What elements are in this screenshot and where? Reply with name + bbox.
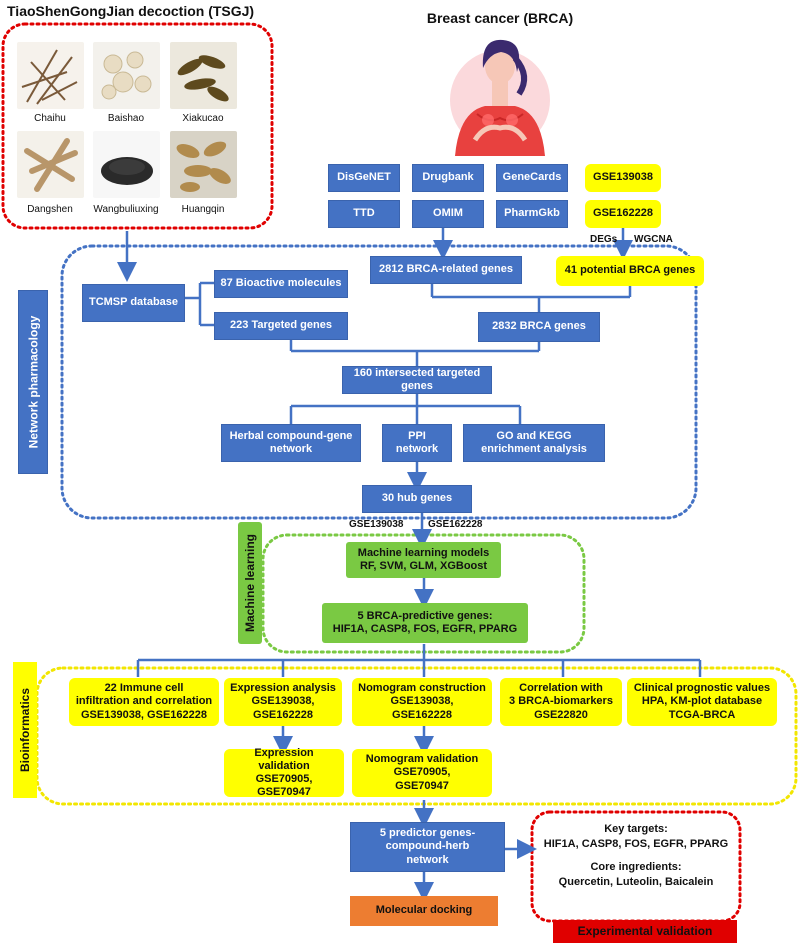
brca-predictive-genes: 5 BRCA-predictive genes: HIF1A, CASP8, F… [322, 603, 528, 643]
core-ingredients-title: Core ingredients: [590, 860, 682, 873]
wgcna-label: WGCNA [634, 234, 673, 245]
hub-genes: 30 hub genes [362, 485, 472, 513]
molecular-docking: Molecular docking [350, 896, 498, 926]
targeted-genes: 223 Targeted genes [214, 312, 348, 340]
immune-line-1: 22 Immune cell [104, 682, 184, 695]
herb-label-chaihu: Chaihu [34, 113, 66, 124]
predictive-title: 5 BRCA-predictive genes: [357, 609, 493, 622]
db-drugbank: Drugbank [412, 164, 484, 192]
exprval-line-1: Expression validation [254, 746, 314, 772]
gse139038-ml-label: GSE139038 [349, 519, 404, 530]
ppi-network: PPI network [382, 424, 452, 462]
wangbuliuxing-image [93, 131, 160, 198]
nomoval-line-3: GSE70947 [395, 779, 449, 792]
immune-line-2: infiltration and correlation [75, 695, 213, 708]
geo-gse162228: GSE162228 [585, 200, 661, 228]
corr-line-2: 3 BRCA-biomarkers [509, 695, 613, 708]
experimental-content: Key targets: HIF1A, CASP8, FOS, EGFR, PP… [534, 822, 738, 889]
brca-title: Breast cancer (BRCA) [426, 10, 574, 26]
db-disgenet: DisGeNET [328, 164, 400, 192]
clin-line-3: TCGA-BRCA [668, 708, 736, 721]
nomoval-line-2: GSE70905, [393, 766, 451, 779]
expression-validation: Expression validation GSE70905, GSE70947 [224, 746, 344, 799]
xiakucao-image [170, 42, 237, 109]
brca-related-genes: 2812 BRCA-related genes [370, 256, 522, 284]
huangqin-image [170, 131, 237, 198]
herb-label-dangshen: Dangshen [27, 204, 73, 215]
bioactive-molecules: 87 Bioactive molecules [214, 270, 348, 298]
potential-brca-genes: 41 potential BRCA genes [556, 256, 704, 286]
db-omim: OMIM [412, 200, 484, 228]
expr-line-3: GSE162228 [253, 708, 313, 721]
tsgj-title: TiaoShenGongJian decoction (TSGJ) [7, 3, 255, 19]
clinical-prognostic-values: Clinical prognostic values HPA, KM-plot … [627, 678, 777, 726]
exprval-line-3: GSE70947 [257, 786, 311, 799]
experimental-validation: Experimental validation [553, 920, 737, 943]
herbal-compound-gene-network: Herbal compound-gene network [221, 424, 361, 462]
network-frame [60, 244, 698, 520]
predictor-network: 5 predictor genes- compound-herb network [350, 822, 505, 872]
tsgj-frame [1, 22, 274, 230]
baishao-image [93, 42, 160, 109]
core-ingredients-list: Quercetin, Luteolin, Baicalein [558, 875, 714, 888]
intersected-targeted-genes: 160 intersected targeted genes [342, 366, 492, 394]
key-targets-title: Key targets: [604, 823, 668, 835]
network-pharmacology-label: Network pharmacology [18, 290, 48, 474]
corr-line-3: GSE22820 [534, 708, 588, 721]
bio-frame [35, 666, 798, 806]
herb-label-wangbuliuxing: Wangbuliuxing [93, 204, 159, 215]
pred-net-line-1: 5 predictor genes- [379, 827, 476, 840]
gse162228-ml-label: GSE162228 [428, 519, 483, 530]
geo-gse139038: GSE139038 [585, 164, 661, 192]
chaihu-image [17, 42, 84, 109]
clin-line-2: HPA, KM-plot database [641, 695, 763, 708]
dangshen-image [17, 131, 84, 198]
immune-line-3: GSE139038, GSE162228 [81, 708, 207, 721]
nomogram-validation: Nomogram validation GSE70905, GSE70947 [352, 749, 492, 797]
brca-genes: 2832 BRCA genes [478, 312, 600, 342]
ml-models: Machine learning models RF, SVM, GLM, XG… [346, 542, 501, 578]
nomo-line-2: GSE139038, [390, 695, 454, 708]
db-genecards: GeneCards [496, 164, 568, 192]
expression-analysis: Expression analysis GSE139038, GSE162228 [224, 678, 342, 726]
machine-learning-label: Machine learning [238, 522, 262, 644]
ml-models-list: RF, SVM, GLM, XGBoost [359, 560, 488, 572]
correlation-biomarkers: Correlation with 3 BRCA-biomarkers GSE22… [500, 678, 622, 726]
nomogram-construction: Nomogram construction GSE139038, GSE1622… [352, 678, 492, 726]
exprval-line-2: GSE70905, [255, 773, 313, 785]
expr-line-2: GSE139038, [251, 695, 315, 708]
degs-label: DEGs [590, 234, 618, 245]
expr-line-1: Expression analysis [230, 682, 336, 695]
go-kegg-enrichment: GO and KEGG enrichment analysis [463, 424, 605, 462]
db-pharmgkb: PharmGkb [496, 200, 568, 228]
immune-infiltration: 22 Immune cell infiltration and correlat… [69, 678, 219, 726]
clin-line-1: Clinical prognostic values [633, 682, 771, 695]
herb-label-baishao: Baishao [107, 113, 145, 124]
nomo-line-1: Nomogram construction [358, 682, 486, 695]
pred-net-line-3: network [406, 853, 449, 866]
herb-label-huangqin: Huangqin [181, 204, 225, 215]
pred-net-line-2: compound-herb [385, 840, 470, 853]
nomo-line-3: GSE162228 [392, 708, 452, 721]
herb-label-xiakucao: Xiakucao [182, 113, 224, 124]
db-ttd: TTD [328, 200, 400, 228]
corr-line-1: Correlation with [519, 682, 603, 695]
tcmsp-database: TCMSP database [82, 284, 185, 322]
bioinformatics-label: Bioinformatics [13, 662, 37, 798]
predictive-list: HIF1A, CASP8, FOS, EGFR, PPARG [332, 623, 518, 635]
nomoval-line-1: Nomogram validation [365, 753, 479, 766]
key-targets-list: HIF1A, CASP8, FOS, EGFR, PPARG [543, 837, 729, 850]
breast-cancer-illustration [450, 39, 550, 156]
ml-models-title: Machine learning models [357, 546, 490, 559]
